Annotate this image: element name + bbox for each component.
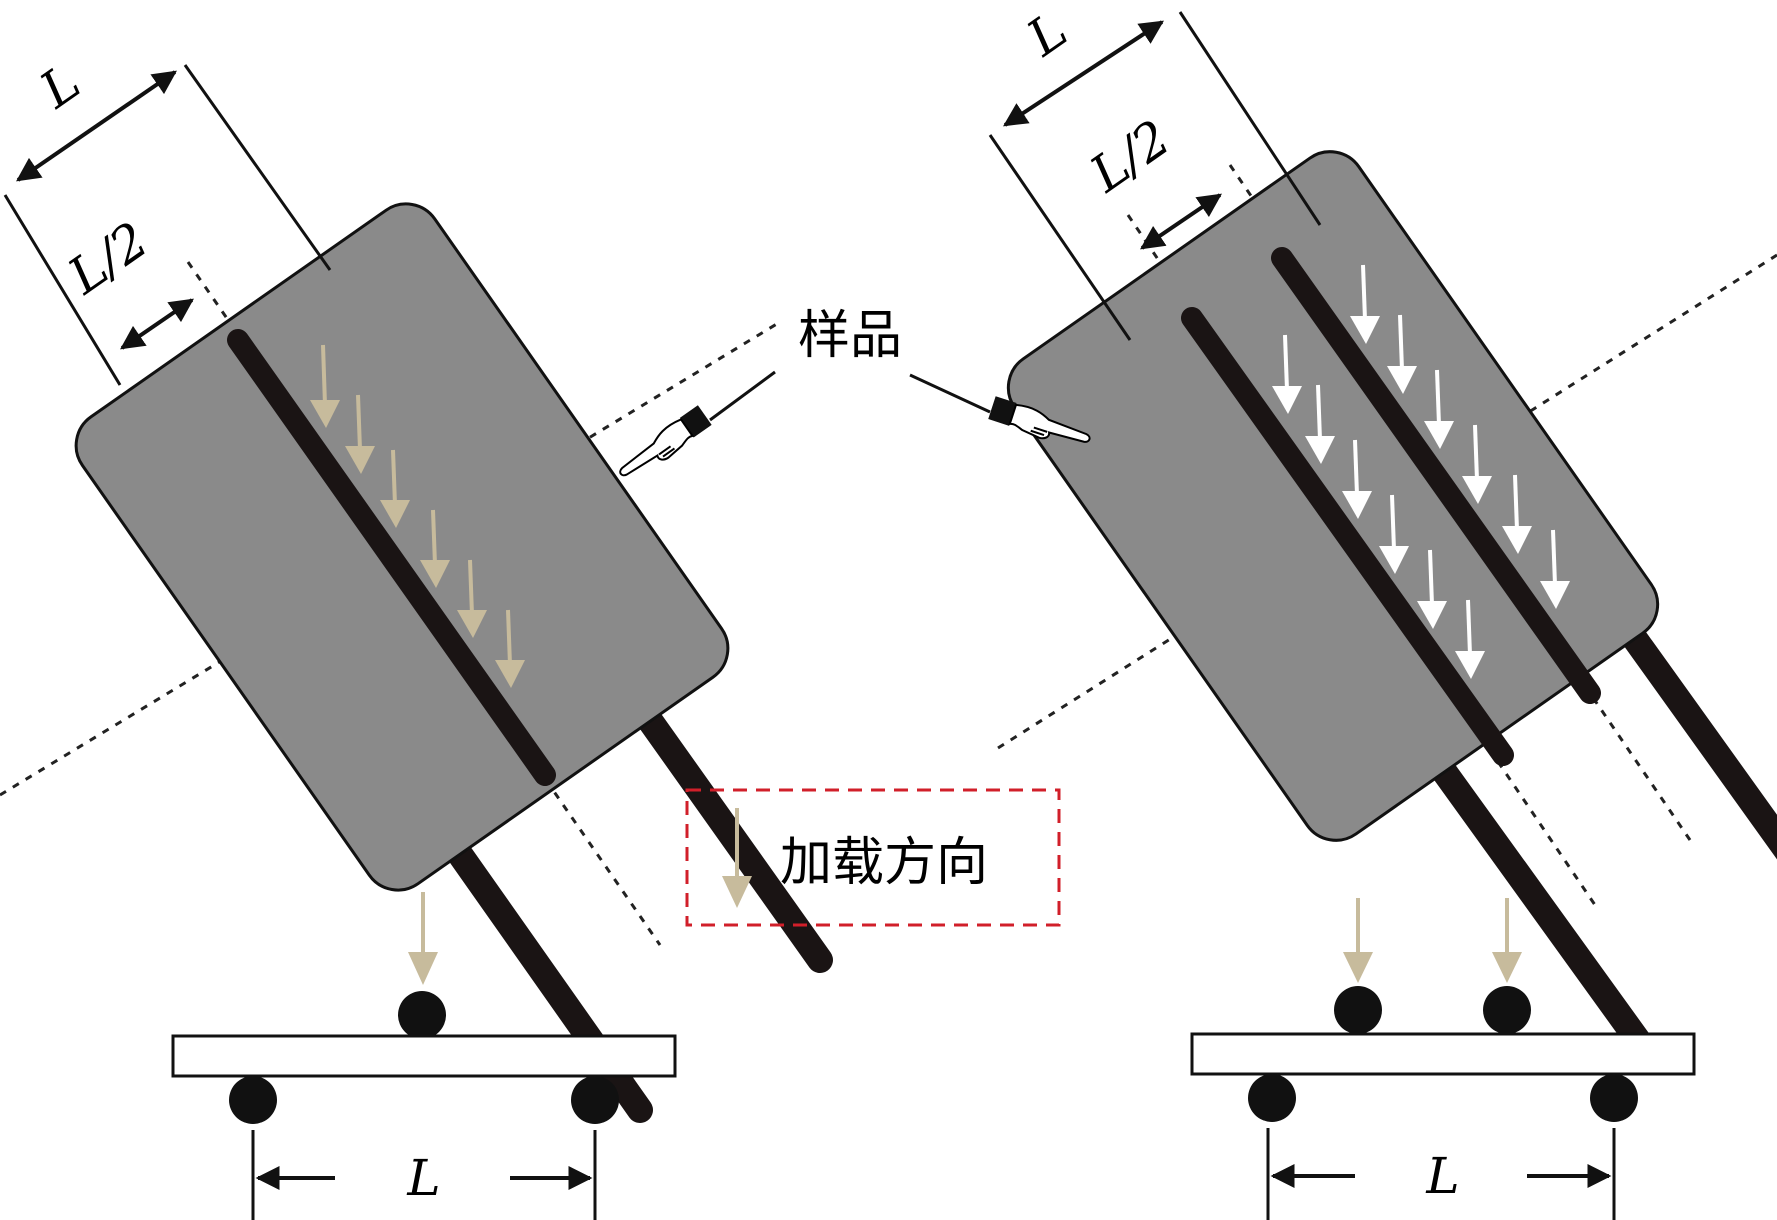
right-load-rod-2 <box>1271 247 1601 704</box>
left-half-length-label: L/2 <box>57 211 158 306</box>
roller-icon <box>1334 986 1382 1034</box>
load-arrow-icon <box>722 876 752 908</box>
roller-icon <box>1483 986 1531 1034</box>
legend-border <box>685 788 1061 927</box>
roller-icon <box>571 1076 619 1124</box>
right-leader-line <box>909 373 991 414</box>
left-span-label: L <box>406 1149 440 1207</box>
load-arrow-icon <box>1540 581 1570 609</box>
right-length-label: L <box>1016 1 1077 68</box>
load-arrow-icon <box>1502 526 1532 554</box>
left-length-label: L <box>29 53 90 120</box>
load-arrow-icon <box>1343 952 1373 983</box>
load-arrow-icon <box>1492 952 1522 983</box>
legend-text: 加载方向 <box>780 833 988 893</box>
roller-icon <box>398 991 446 1039</box>
load-arrow-icon <box>408 952 438 985</box>
load-arrow-icon <box>1272 386 1302 414</box>
load-arrow-icon <box>1387 366 1417 394</box>
right-load-arrows <box>1272 264 1570 679</box>
right-beam <box>1190 1032 1696 1076</box>
load-arrow-icon <box>1417 601 1447 629</box>
load-arrow-icon <box>495 660 525 688</box>
right-specimen-block <box>1006 150 1660 842</box>
load-arrow-icon <box>420 560 450 588</box>
left-beam <box>171 1034 677 1078</box>
load-arrow-icon <box>1424 421 1454 449</box>
right-span-label: L <box>1425 1147 1459 1205</box>
load-arrow-icon <box>380 500 410 528</box>
left-specimen-block <box>74 202 730 892</box>
right-ext-line-2 <box>1178 11 1322 226</box>
pointing-hand-icon <box>619 405 712 477</box>
load-arrow-icon <box>1462 476 1492 504</box>
left-ext-line-1 <box>3 194 122 386</box>
load-arrow-icon <box>1350 316 1380 344</box>
right-horizontal-centerline <box>997 253 1777 750</box>
left-load-arrows <box>310 344 525 688</box>
load-arrow-icon <box>1342 491 1372 519</box>
load-arrow-icon <box>457 610 487 638</box>
left-half-length-dimension <box>120 298 194 350</box>
left-leader-line <box>709 370 776 422</box>
right-load-rod-1 <box>1181 307 1514 766</box>
four-point-schematic: L <box>1190 898 1696 1220</box>
right-specimen-group: L L/2 <box>988 1 1777 1063</box>
right-length-dimension <box>1002 20 1165 127</box>
legend-box: 加载方向 <box>685 788 1061 927</box>
load-arrow-icon <box>345 446 375 474</box>
left-load-rod <box>227 329 556 786</box>
load-arrow-icon <box>1305 436 1335 464</box>
left-specimen-group: L L/2 <box>0 53 833 1123</box>
left-length-dimension <box>16 70 177 182</box>
load-arrow-icon <box>1455 651 1485 679</box>
right-ext-line-1 <box>988 134 1132 341</box>
load-arrow-icon <box>1379 546 1409 574</box>
roller-icon <box>1590 1074 1638 1122</box>
sample-callout: 样品 <box>619 306 1091 477</box>
left-ext-line-2 <box>183 64 332 271</box>
right-half-length-dimension <box>1140 193 1222 250</box>
load-arrow-icon <box>310 400 340 428</box>
sample-label: 样品 <box>798 306 902 366</box>
three-point-schematic: L <box>171 892 677 1220</box>
pointing-hand-icon <box>988 396 1091 443</box>
right-half-length-label: L/2 <box>1079 109 1180 204</box>
roller-icon <box>229 1076 277 1124</box>
roller-icon <box>1248 1074 1296 1122</box>
